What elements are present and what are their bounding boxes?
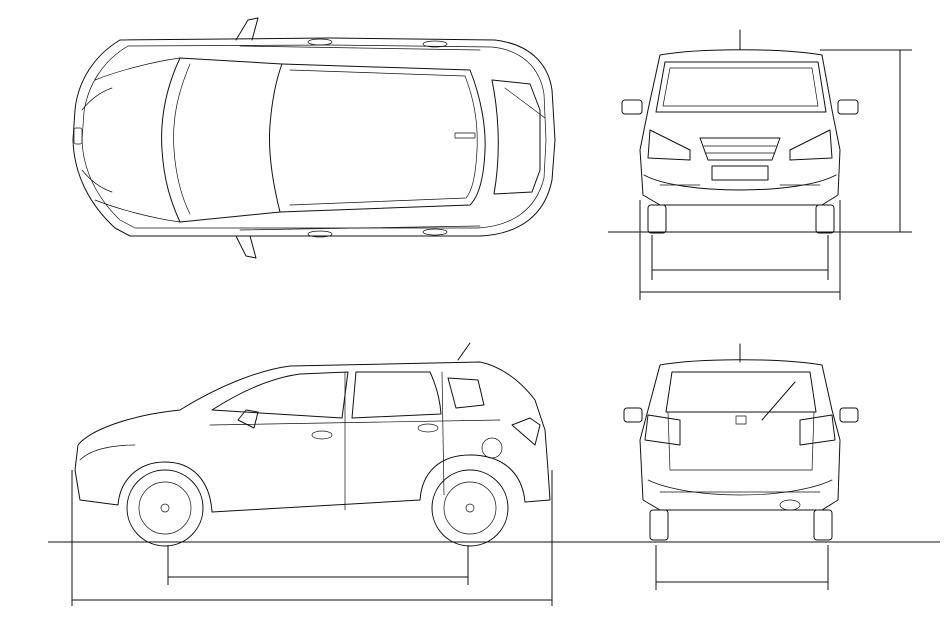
front-view: [608, 29, 912, 300]
side-view: [48, 342, 940, 606]
rear-view: [623, 343, 859, 590]
top-view: [72, 17, 556, 259]
